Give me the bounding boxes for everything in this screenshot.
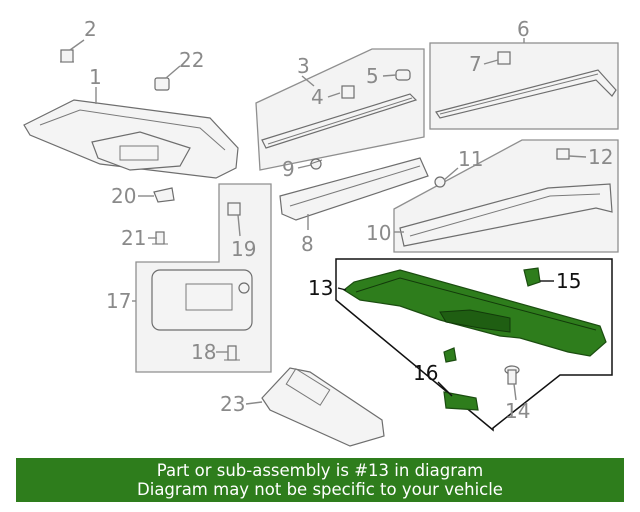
console-part-23 bbox=[261, 367, 385, 447]
clip-part-14 bbox=[504, 365, 520, 385]
callout-2: 2 bbox=[84, 17, 97, 41]
leader-3 bbox=[301, 75, 315, 87]
clip-part-11 bbox=[434, 176, 446, 188]
callout-14: 14 bbox=[505, 399, 530, 423]
callout-3: 3 bbox=[297, 54, 310, 78]
clip-part-12 bbox=[556, 148, 570, 160]
clip-part-7 bbox=[497, 51, 511, 65]
callout-17: 17 bbox=[106, 289, 131, 313]
clip-part-5 bbox=[395, 69, 411, 81]
callout-5: 5 bbox=[366, 64, 379, 88]
leader-4 bbox=[327, 92, 341, 98]
highlighted-trim-part-13 bbox=[342, 269, 607, 357]
callout-22: 22 bbox=[179, 48, 204, 72]
callout-8: 8 bbox=[301, 232, 314, 256]
headliner-frame-part bbox=[23, 99, 239, 179]
leader-23 bbox=[245, 401, 263, 405]
callout-6: 6 bbox=[517, 17, 530, 41]
leader-19 bbox=[237, 214, 241, 237]
notice-line-disclaimer: Diagram may not be specific to your vehi… bbox=[137, 480, 503, 499]
diagram-notice-banner: Part or sub-assembly is #13 in diagram D… bbox=[16, 458, 624, 502]
parts-diagram: 1 2 3 4 5 6 7 8 9 10 11 12 13 14 15 16 1… bbox=[23, 17, 619, 447]
callout-16: 16 bbox=[413, 361, 438, 385]
leader-22 bbox=[165, 65, 181, 79]
highlighted-clip-part-15 bbox=[523, 267, 541, 287]
screw-part-9 bbox=[309, 158, 323, 170]
leader-9 bbox=[297, 164, 312, 169]
trim-part-10 bbox=[399, 183, 613, 247]
clip-part-2 bbox=[60, 49, 74, 63]
callout-13: 13 bbox=[308, 276, 333, 300]
callout-11: 11 bbox=[458, 147, 483, 171]
callout-7: 7 bbox=[469, 52, 482, 76]
callout-21: 21 bbox=[121, 226, 146, 250]
callout-12: 12 bbox=[588, 145, 613, 169]
leader-12 bbox=[568, 155, 587, 158]
leader-16 bbox=[437, 381, 453, 397]
panel-3-assembly bbox=[255, 48, 425, 171]
callout-10: 10 bbox=[366, 221, 391, 245]
highlighted-clip-part-16a bbox=[443, 347, 457, 363]
panel-6-assembly bbox=[429, 42, 619, 130]
callout-20: 20 bbox=[111, 184, 136, 208]
highlighted-clip-part-16b bbox=[443, 391, 479, 411]
callout-9: 9 bbox=[282, 157, 295, 181]
clip-part-18 bbox=[224, 345, 240, 361]
callout-19: 19 bbox=[231, 237, 256, 261]
leader-7 bbox=[483, 59, 499, 65]
notice-line-part: Part or sub-assembly is #13 in diagram bbox=[156, 461, 484, 480]
callout-4: 4 bbox=[311, 85, 324, 109]
rail-part-3 bbox=[261, 93, 418, 149]
trim-part-8 bbox=[279, 157, 429, 221]
leader-2 bbox=[69, 39, 85, 51]
leader-11 bbox=[443, 167, 459, 181]
clip-part-19 bbox=[227, 202, 241, 216]
clip-part-20 bbox=[153, 187, 175, 203]
sun-visor-part-17 bbox=[151, 269, 253, 331]
leader-14 bbox=[513, 383, 517, 401]
callout-18: 18 bbox=[191, 340, 216, 364]
clip-part-22 bbox=[154, 77, 170, 91]
clip-part-4 bbox=[341, 85, 355, 99]
leader-5 bbox=[382, 74, 397, 77]
callout-1: 1 bbox=[89, 65, 102, 89]
rail-part-6 bbox=[435, 69, 617, 119]
callout-23: 23 bbox=[220, 392, 245, 416]
callout-15: 15 bbox=[556, 269, 581, 293]
leader-13 bbox=[337, 287, 347, 291]
